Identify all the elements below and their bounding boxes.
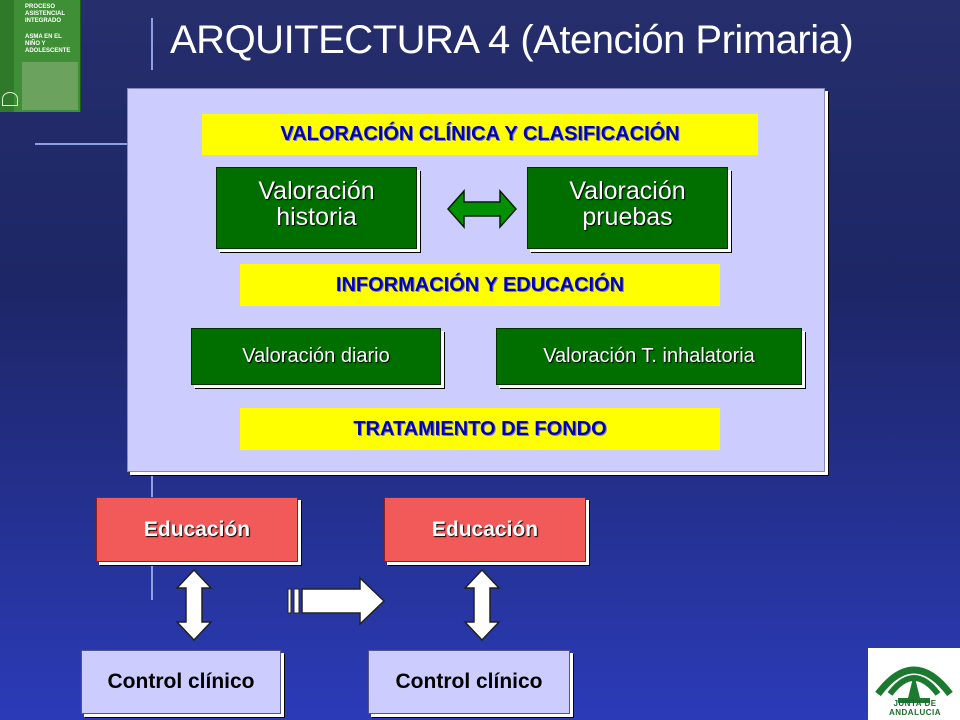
double-arrow-vertical-icon — [463, 568, 501, 642]
box-educacion-right: Educación — [384, 497, 586, 562]
junta-andalucia-logo: JUNTA DE ANDALUCIA — [868, 648, 960, 720]
box-educacion-left: Educación — [96, 497, 298, 562]
page-title: ARQUITECTURA 4 (Atención Primaria) — [170, 18, 854, 62]
book-text-2: ASISTENCIAL — [25, 11, 66, 17]
vertical-rule — [151, 18, 153, 70]
book-spine — [0, 0, 14, 112]
box-valoracion-historia: Valoración historia — [216, 167, 417, 249]
double-arrow-vertical-icon — [175, 568, 213, 642]
main-panel: VALORACIÓN CLÍNICA Y CLASIFICACIÓN Valor… — [127, 88, 825, 472]
book-cover-thumbnail: PROCESO ASISTENCIAL INTEGRADO ASMA EN EL… — [0, 0, 81, 112]
book-text-6: ADOLESCENTE — [25, 48, 71, 54]
section-tratamiento-fondo: TRATAMIENTO DE FONDO — [240, 408, 720, 450]
double-arrow-horizontal-icon — [446, 189, 518, 229]
book-text-5: NIÑO Y — [25, 41, 46, 47]
section-informacion-educacion: INFORMACIÓN Y EDUCACIÓN — [240, 264, 720, 306]
box-pruebas-line1: Valoración — [569, 177, 686, 205]
book-photo — [22, 62, 78, 110]
box-pruebas-line2: pruebas — [582, 203, 673, 231]
section-valoracion-clinica: VALORACIÓN CLÍNICA Y CLASIFICACIÓN — [202, 114, 758, 155]
horizontal-rule — [35, 143, 127, 145]
box-historia-line1: Valoración — [258, 177, 375, 205]
book-text-1: PROCESO — [25, 4, 56, 10]
box-control-clinico-left: Control clínico — [81, 650, 281, 714]
junta-andalucia-emblem-icon — [875, 666, 953, 703]
book-text-3: INTEGRADO — [25, 18, 61, 24]
arrow-right-icon — [287, 576, 386, 626]
box-control-clinico-right: Control clínico — [368, 650, 570, 714]
box-historia-line2: historia — [276, 203, 357, 231]
box-valoracion-pruebas: Valoración pruebas — [527, 167, 728, 249]
book-text-4: ASMA EN EL — [25, 34, 62, 40]
logo-label: JUNTA DE ANDALUCIA — [888, 699, 942, 717]
box-valoracion-diario: Valoración diario — [191, 328, 441, 385]
box-valoracion-inhalatoria: Valoración T. inhalatoria — [496, 328, 802, 385]
book-logo-icon — [2, 92, 18, 106]
